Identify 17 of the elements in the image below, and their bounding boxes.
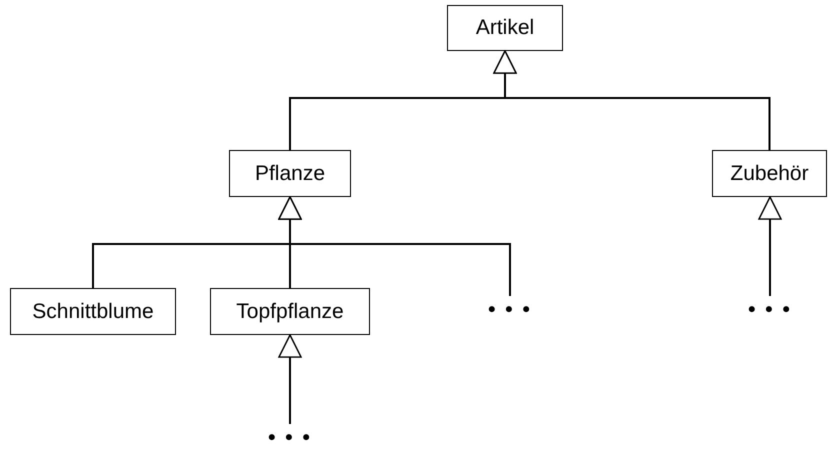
class-box xyxy=(10,288,176,335)
class-name: Topfpflanze xyxy=(236,300,344,324)
class-box xyxy=(210,288,370,335)
class-name: Zubehör xyxy=(730,162,809,186)
class-box xyxy=(229,150,351,197)
class-name: Pflanze xyxy=(254,162,326,186)
inheritance-arrow xyxy=(278,334,302,424)
class-box xyxy=(712,150,827,197)
inheritance-arrow xyxy=(493,50,770,150)
inheritance-arrow xyxy=(758,196,782,296)
class-box xyxy=(447,5,563,51)
class-name: Artikel xyxy=(476,16,534,40)
ellipsis: • • • xyxy=(748,298,792,322)
inheritance-arrow xyxy=(278,196,511,296)
ellipsis: • • • xyxy=(488,298,532,322)
class-name: Schnittblume xyxy=(32,300,154,324)
ellipsis: • • • xyxy=(268,426,312,450)
